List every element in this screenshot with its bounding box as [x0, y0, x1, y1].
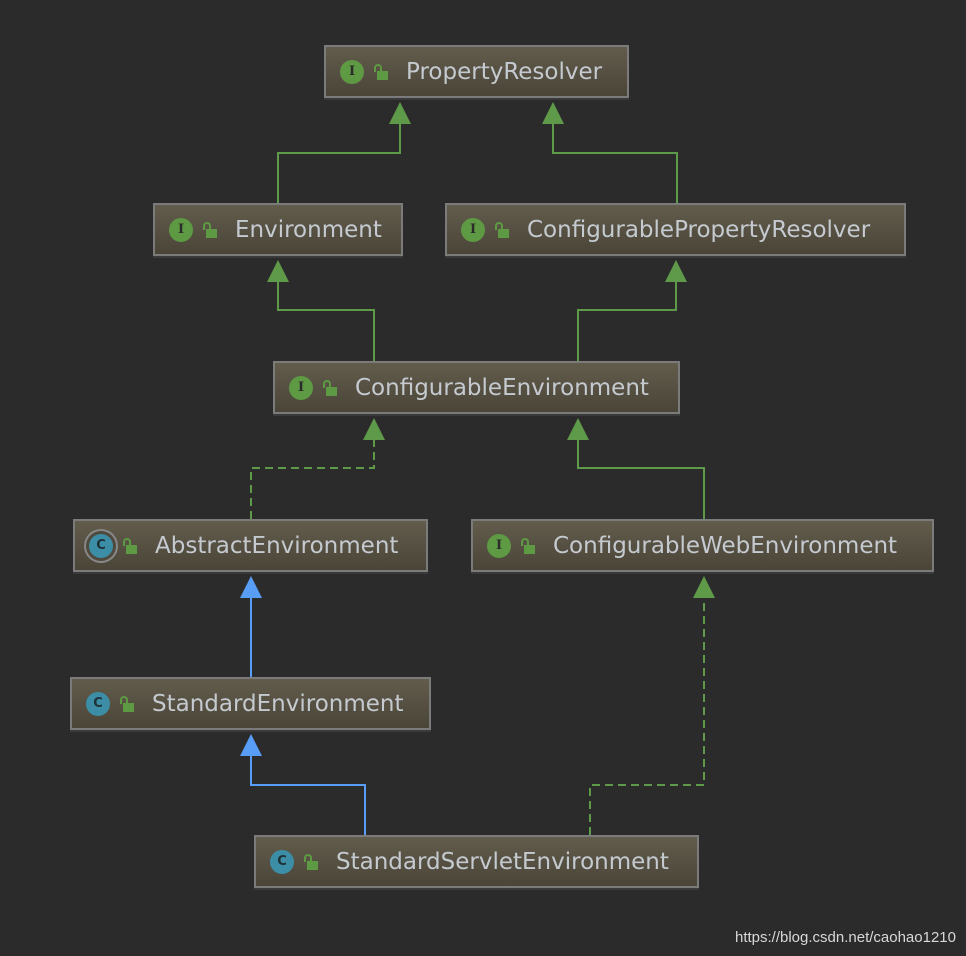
node-configurable-property-resolver[interactable]: I ConfigurablePropertyResolver [445, 203, 906, 256]
public-lock-icon [495, 221, 509, 238]
node-label: ConfigurableEnvironment [355, 374, 649, 401]
arrow-head [389, 102, 411, 124]
public-lock-icon [304, 853, 318, 870]
arrow-head [363, 418, 385, 440]
arrow-head [542, 102, 564, 124]
edge-environment-to-property-resolver [277, 122, 401, 203]
node-property-resolver[interactable]: I PropertyResolver [324, 45, 629, 98]
arrow-head [240, 576, 262, 598]
public-lock-icon [521, 537, 535, 554]
node-abstract-environment[interactable]: C AbstractEnvironment [73, 519, 428, 572]
arrow-head [240, 734, 262, 756]
abstract-class-icon: C [89, 533, 113, 558]
watermark: https://blog.csdn.net/caohao1210 [734, 929, 956, 946]
edge-sse-to-cwe [589, 596, 705, 835]
node-label: Environment [235, 216, 382, 243]
node-environment[interactable]: I Environment [153, 203, 403, 256]
node-label: ConfigurablePropertyResolver [527, 216, 871, 243]
node-label: PropertyResolver [406, 58, 603, 85]
node-label: ConfigurableWebEnvironment [553, 532, 898, 559]
edge-sse-to-se [250, 754, 366, 835]
node-label: AbstractEnvironment [155, 532, 399, 559]
node-standard-environment[interactable]: C StandardEnvironment [70, 677, 431, 730]
public-lock-icon [323, 379, 337, 396]
interface-icon: I [487, 533, 511, 558]
node-label: StandardEnvironment [152, 690, 404, 717]
edge-cpr-to-property-resolver [552, 122, 678, 203]
arrow-head [267, 260, 289, 282]
arrow-head [567, 418, 589, 440]
class-icon: C [86, 691, 110, 716]
interface-icon: I [289, 375, 313, 400]
arrow-head [665, 260, 687, 282]
interface-icon: I [169, 217, 193, 242]
public-lock-icon [374, 63, 388, 80]
public-lock-icon [120, 695, 134, 712]
node-configurable-environment[interactable]: I ConfigurableEnvironment [273, 361, 680, 414]
node-standard-servlet-environment[interactable]: C StandardServletEnvironment [254, 835, 699, 888]
edge-cwe-to-ce [577, 438, 705, 519]
arrow-head [693, 576, 715, 598]
edge-ce-to-cpr [577, 280, 677, 361]
edge-ae-to-ce [250, 438, 375, 519]
interface-icon: I [340, 59, 364, 84]
public-lock-icon [123, 537, 137, 554]
node-configurable-web-environment[interactable]: I ConfigurableWebEnvironment [471, 519, 934, 572]
class-icon: C [270, 849, 294, 874]
interface-icon: I [461, 217, 485, 242]
edge-ce-to-environment [277, 280, 375, 361]
public-lock-icon [203, 221, 217, 238]
node-label: StandardServletEnvironment [336, 848, 669, 875]
